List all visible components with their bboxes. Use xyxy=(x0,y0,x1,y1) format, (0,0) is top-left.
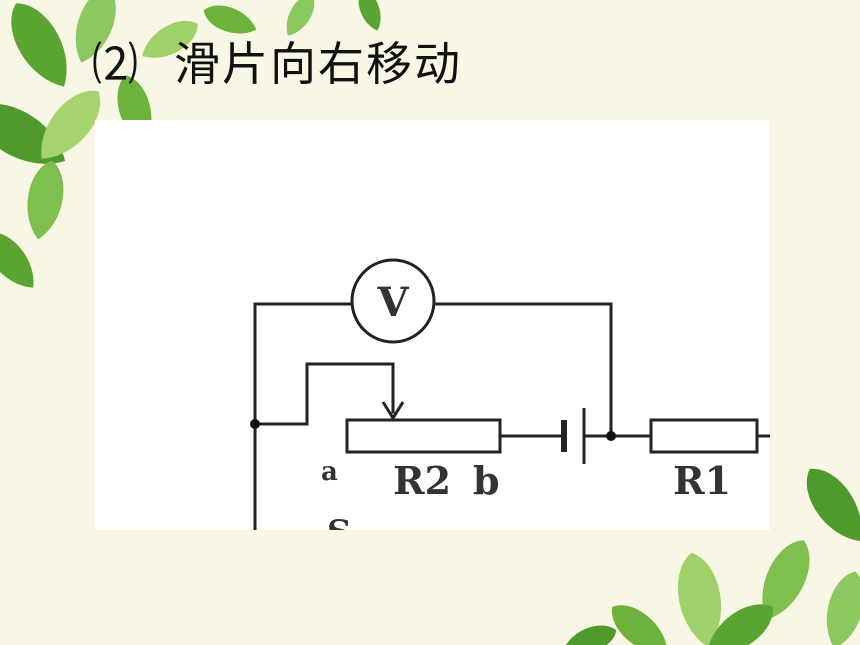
rheostat-label: R2 xyxy=(393,458,451,503)
resistor-r1-label: R1 xyxy=(673,458,731,503)
terminal-b-label: b xyxy=(473,458,500,503)
wire-left-lower xyxy=(253,422,257,530)
title-number: ⑵ xyxy=(92,37,140,91)
resistor-r1 xyxy=(649,418,759,454)
slider-arrow-icon xyxy=(381,401,405,421)
title-text: 滑片向右移动 xyxy=(174,37,462,91)
slide-title: ⑵ 滑片向右移动 xyxy=(92,28,462,94)
slider-lead xyxy=(253,362,395,426)
junction-node-right xyxy=(606,431,616,441)
junction-node-left xyxy=(250,419,260,429)
circuit-diagram-panel: V A a R2 b R1 S xyxy=(95,120,770,530)
terminal-a-label: a xyxy=(321,457,338,487)
battery-icon xyxy=(561,408,586,464)
voltmeter-icon: V xyxy=(350,258,436,344)
rheostat-r2 xyxy=(345,418,502,454)
switch-label: S xyxy=(327,513,352,530)
wire-top-right xyxy=(435,302,613,438)
voltmeter-symbol: V xyxy=(376,279,409,326)
circuit-diagram: V A a R2 b R1 S xyxy=(250,258,770,530)
